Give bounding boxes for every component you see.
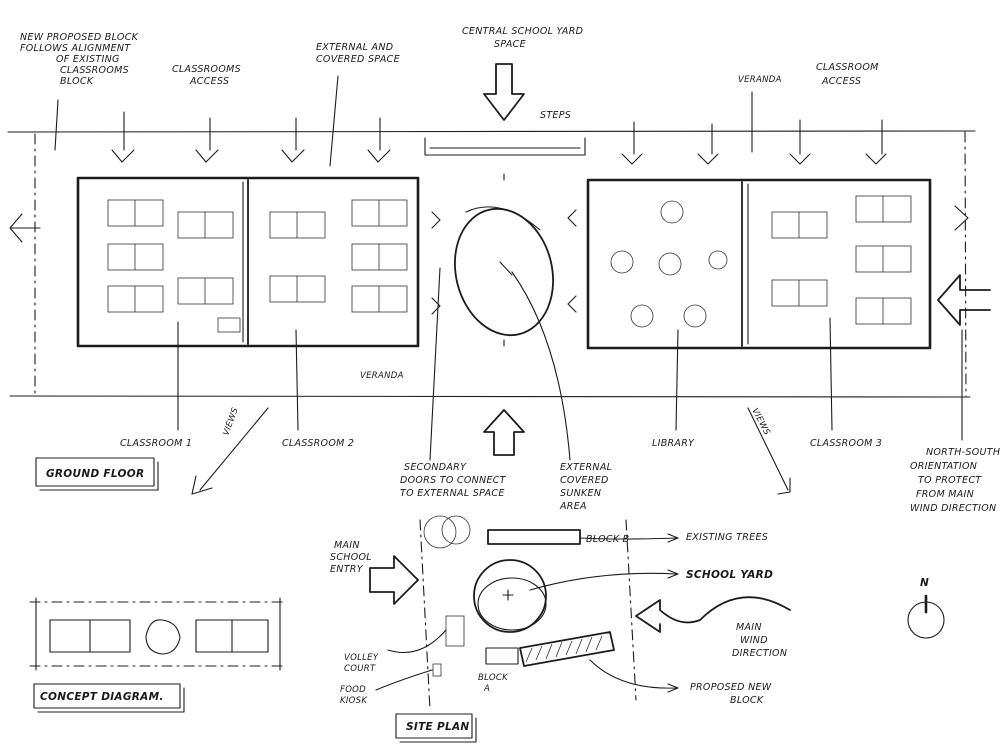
classroom-1-desks [107, 199, 241, 333]
label-block-a: BLOCK A [478, 673, 511, 694]
label-new-block: NEW PROPOSED BLOCK FOLLOWS ALIGNMENT OF … [20, 32, 142, 87]
site-plan: MAIN SCHOOL ENTRY BLOCK B EXISTING TREES… [330, 515, 791, 743]
access-chevrons [111, 111, 887, 165]
label-steps: STEPS [540, 110, 571, 121]
label-classroom-3: CLASSROOM 3 [810, 438, 882, 449]
concept-title-box [33, 683, 181, 709]
main-wind-arrow-left [937, 274, 991, 326]
block-b [487, 529, 581, 545]
label-proposed-block: PROPOSED NEW BLOCK [690, 682, 775, 706]
concept-title: CONCEPT DIAGRAM. [40, 691, 164, 703]
label-secondary-doors: SECONDARY DOORS TO CONNECT TO EXTERNAL S… [400, 462, 509, 499]
central-courtyard-oval [454, 173, 554, 347]
label-views-left: VIEWS [221, 406, 240, 437]
library-tables [610, 200, 728, 328]
classroom-2-desks [269, 199, 408, 313]
right-block-walls [586, 178, 932, 350]
label-veranda-bottom: VERANDA [360, 371, 404, 381]
label-central-yard: CENTRAL SCHOOL YARD SPACE [462, 26, 587, 50]
block-a [485, 647, 519, 665]
concept-diagram: CONCEPT DIAGRAM. [29, 597, 287, 713]
north-label: N [920, 577, 929, 589]
label-volley-court: VOLLEY COURT [344, 653, 381, 674]
steps [424, 137, 586, 156]
ground-floor-plan: NEW PROPOSED BLOCK FOLLOWS ALIGNMENT OF … [7, 26, 1000, 514]
left-block-walls [76, 176, 420, 348]
central-yard-arrow-down [483, 63, 525, 121]
label-sunken-area: EXTERNAL COVERED SUNKEN AREA [559, 462, 616, 512]
wind-direction-arrow [635, 596, 791, 633]
label-food-kiosk: FOOD KIOSK [340, 685, 369, 706]
label-library: LIBRARY [652, 438, 695, 449]
label-classroom-access-right: CLASSROOM ACCESS [816, 62, 882, 87]
site-plan-title-box [395, 713, 473, 739]
label-existing-trees: EXISTING TREES [686, 532, 768, 543]
label-main-wind: MAIN WIND DIRECTION [732, 622, 787, 659]
label-main-entry: MAIN SCHOOL ENTRY [330, 540, 375, 575]
label-veranda-top: VERANDA [738, 75, 782, 85]
label-block-b: BLOCK B [586, 534, 630, 545]
proposed-new-block [519, 631, 615, 667]
secondary-access-arrow-up [483, 409, 525, 456]
west-view-arrow [9, 213, 41, 243]
label-orientation: NORTH-SOUTH ORIENTATION TO PROTECT FROM … [910, 447, 1000, 514]
site-plan-title: SITE PLAN [406, 721, 469, 733]
main-entry-arrow [369, 555, 419, 605]
leader-lines [54, 75, 963, 495]
north-arrow: N [907, 577, 945, 639]
ground-floor-title: GROUND FLOOR [46, 468, 144, 480]
east-view-arrow [954, 205, 969, 231]
label-school-yard: SCHOOL YARD [686, 569, 773, 581]
label-classroom-1: CLASSROOM 1 [120, 438, 192, 449]
classroom-3-desks [771, 195, 912, 325]
ground-floor-title-box [35, 457, 155, 487]
label-classroom-2: CLASSROOM 2 [282, 438, 354, 449]
label-external-covered: EXTERNAL AND COVERED SPACE [316, 42, 400, 65]
label-classrooms-access-left: CLASSROOMS ACCESS [172, 64, 244, 87]
